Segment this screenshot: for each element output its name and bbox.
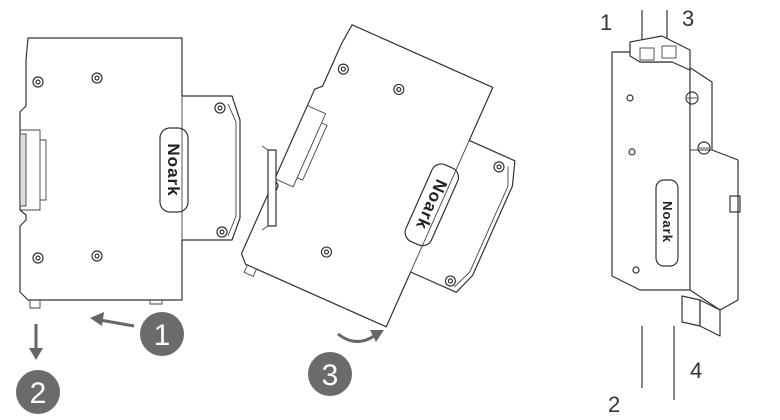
screw-icon	[632, 266, 640, 274]
terminal-label-4: 4	[690, 358, 702, 383]
screw-icon	[493, 161, 505, 173]
screw-icon	[628, 148, 636, 156]
screw-icon	[685, 91, 699, 105]
arrow-down-icon	[29, 324, 43, 360]
terminal-label-2: 2	[608, 392, 620, 417]
screw-icon	[320, 246, 333, 258]
screw-icon	[444, 275, 457, 287]
screw-icon	[91, 250, 103, 262]
svg-text:3: 3	[322, 359, 339, 392]
screw-icon	[337, 63, 349, 75]
breaker-3d-view: Noark	[611, 10, 741, 400]
brand-label: Noark	[660, 201, 675, 243]
screw-icon	[214, 102, 226, 114]
screw-icon	[32, 76, 44, 88]
step-badge-2: 2	[16, 370, 60, 414]
screw-icon	[216, 226, 228, 238]
din-rail	[261, 145, 277, 231]
screw-icon	[91, 72, 103, 84]
step-badge-1: 1	[140, 312, 184, 356]
svg-text:2: 2	[30, 377, 47, 410]
terminal-label-1: 1	[600, 10, 612, 35]
brand-plate	[159, 127, 189, 213]
breaker-side-view-rotated: Noark	[240, 24, 516, 328]
screw-icon	[32, 252, 44, 264]
step-badge-3: 3	[308, 352, 352, 396]
breaker-side-view-left: Noark	[19, 37, 241, 309]
rotate-arrow-icon	[337, 330, 384, 343]
screw-icon	[393, 83, 405, 96]
terminal-label-3: 3	[682, 6, 694, 31]
brand-plate	[404, 163, 460, 247]
screw-icon	[626, 94, 634, 102]
brand-label: Noark	[164, 143, 183, 196]
brand-plate	[655, 179, 679, 267]
svg-text:1: 1	[154, 319, 171, 352]
screw-icon	[697, 141, 711, 155]
toggle-handle	[729, 195, 741, 213]
arrow-left-icon	[90, 312, 135, 328]
